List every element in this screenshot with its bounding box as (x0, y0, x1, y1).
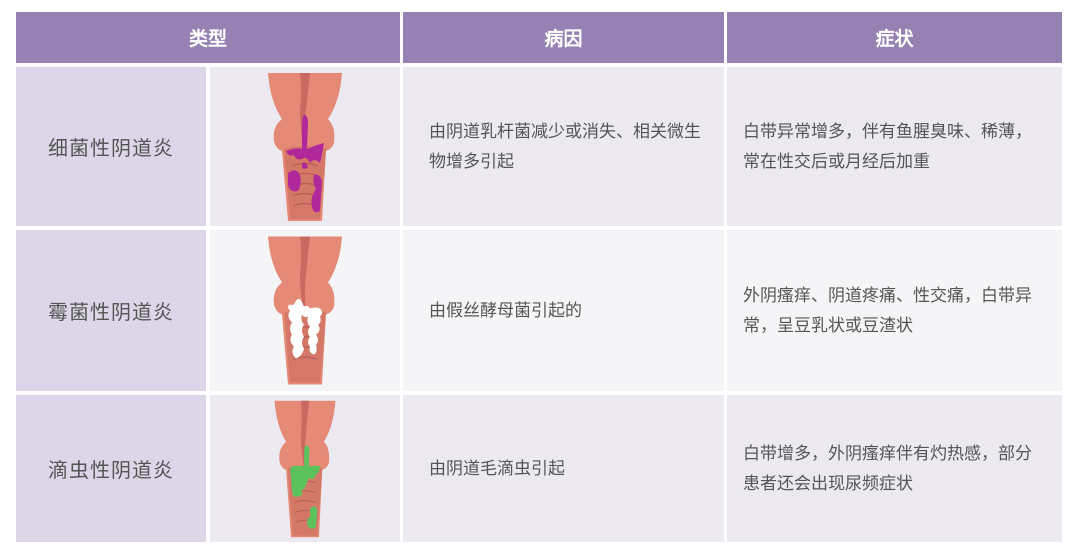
cause-text: 由阴道乳杆菌减少或消失、相关微生物增多引起 (429, 121, 701, 172)
table-row-3-symptoms: 白带增多，外阴瘙痒伴有灼热感，部分患者还会出现尿频症状 (727, 395, 1062, 542)
table-row-3-illustration (210, 395, 400, 542)
header-symptoms-label: 症状 (875, 28, 914, 50)
symptoms-text: 白带异常增多，伴有鱼腥臭味、稀薄，常在性交后或月经后加重 (743, 121, 1032, 172)
header-cause: 病因 (403, 12, 724, 63)
table-row-2-cause: 由假丝酵母菌引起的 (403, 230, 724, 391)
cause-text: 由假丝酵母菌引起的 (429, 300, 582, 321)
cause-text: 由阴道毛滴虫引起 (429, 458, 565, 479)
table-row-1-cause: 由阴道乳杆菌减少或消失、相关微生物增多引起 (403, 67, 724, 226)
table-row-2-type: 霉菌性阴道炎 (16, 230, 206, 391)
table-row-1-illustration (210, 67, 400, 226)
table-row-3-cause: 由阴道毛滴虫引起 (403, 395, 724, 542)
symptoms-text: 白带增多，外阴瘙痒伴有灼热感，部分患者还会出现尿频症状 (743, 443, 1032, 494)
table-row-2-symptoms: 外阴瘙痒、阴道疼痛、性交痛，白带异常，呈豆乳状或豆渣状 (727, 230, 1062, 391)
header-cause-label: 病因 (544, 28, 583, 50)
type-label: 霉菌性阴道炎 (48, 300, 174, 324)
symptoms-text: 外阴瘙痒、阴道疼痛、性交痛，白带异常，呈豆乳状或豆渣状 (743, 285, 1032, 336)
type-label: 细菌性阴道炎 (48, 136, 174, 160)
table-row-2-illustration (210, 230, 400, 391)
vaginal-canal-green-patches-icon (274, 400, 336, 537)
header-type: 类型 (16, 12, 400, 63)
vaginal-canal-purple-patches-icon (268, 72, 342, 221)
type-label: 滴虫性阴道炎 (48, 458, 174, 482)
vaginal-canal-white-discharge-icon (268, 236, 342, 385)
header-symptoms: 症状 (727, 12, 1062, 63)
table-row-1-symptoms: 白带异常增多，伴有鱼腥臭味、稀薄，常在性交后或月经后加重 (727, 67, 1062, 226)
table-row-1-type: 细菌性阴道炎 (16, 67, 206, 226)
header-type-label: 类型 (188, 28, 227, 50)
table-row-3-type: 滴虫性阴道炎 (16, 395, 206, 542)
